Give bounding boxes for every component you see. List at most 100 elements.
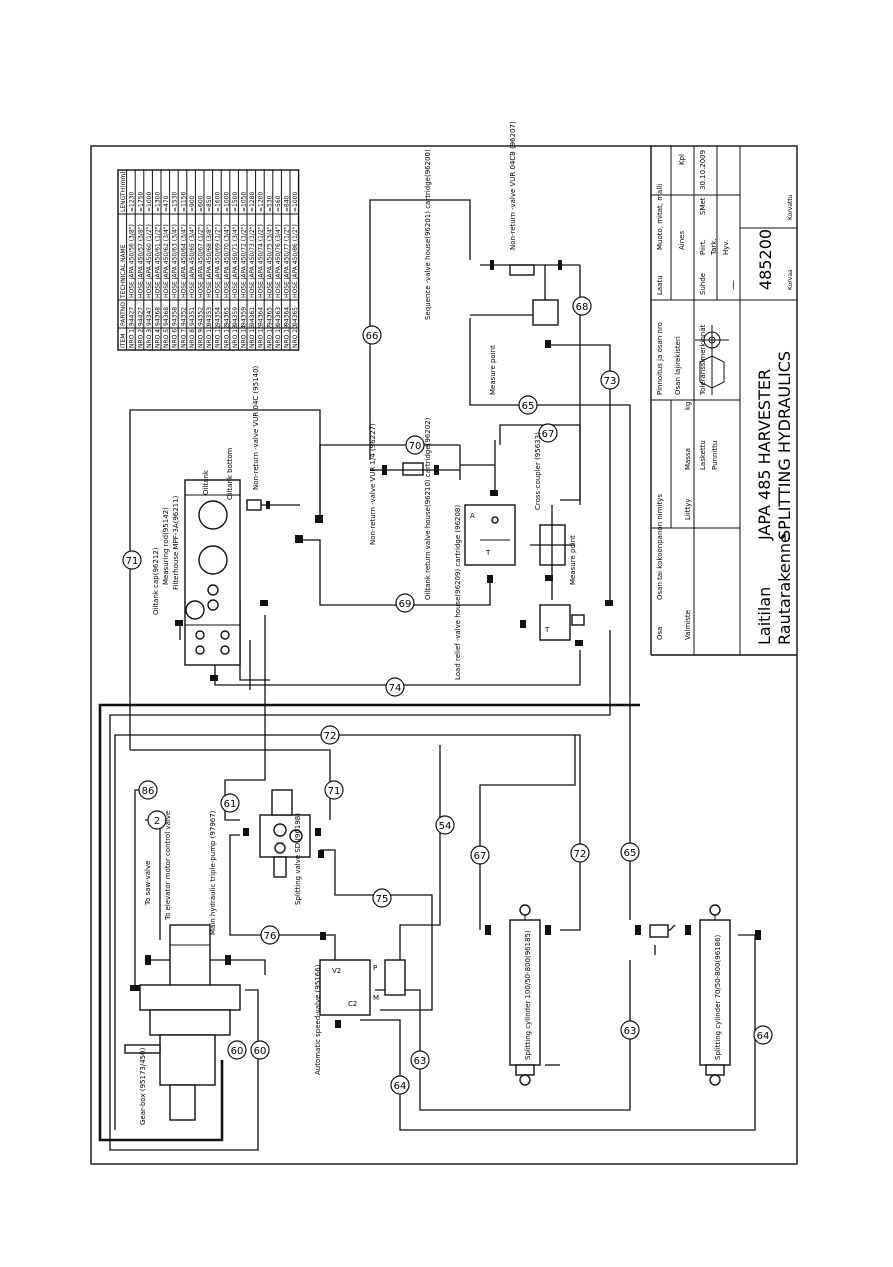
oiltank: [184, 479, 241, 666]
port-v2-label: V2: [332, 967, 341, 975]
tb-pinnoitus: Pinnoitus ja osan nro: [656, 322, 664, 395]
parts-table-cell: =840: [284, 195, 291, 212]
tb-dash: —: [728, 280, 739, 290]
nonreturn-valve-mid: [370, 440, 496, 490]
svg-text:65: 65: [624, 848, 637, 859]
hose-label-67b: 67: [538, 423, 558, 443]
hose-61-line: [224, 615, 266, 821]
components: A T T: [124, 260, 761, 1121]
tb-lajirekisteri: Osan lajirekisteri: [674, 336, 682, 395]
parts-table-cell: HOSE JAPA 450/74 (1/2"): [258, 224, 265, 298]
hose-label-61: 61: [220, 793, 240, 813]
hose-label-74: 74: [385, 677, 405, 697]
svg-text:86: 86: [142, 786, 155, 797]
parts-table-cell: HOSE JAPA 450/60 (1/2"): [146, 224, 153, 298]
hose-66-line: [369, 199, 471, 460]
parts-table-cell: NRO 11: [215, 325, 222, 348]
parts-table-cell: =1530: [172, 192, 179, 212]
hose-60b-line: [109, 630, 611, 1151]
tb-valmiste: Valmiste: [684, 610, 692, 640]
tb-suhde: Suhde: [699, 273, 707, 295]
parts-table-cell: 94352: [180, 307, 187, 326]
parts-table-cell: NRO 1: [129, 329, 136, 348]
sequence-valve: [470, 260, 580, 326]
hose-label-69: 69: [395, 593, 415, 613]
hose-label-60a: 60: [227, 1040, 247, 1060]
parts-table-cell: =1750: [137, 192, 144, 212]
label-sequence-valve: Sequence -valve house(96201) cartridge(9…: [424, 149, 432, 320]
parts-table-cell: 94363: [275, 307, 282, 326]
hose-70-line: [319, 444, 460, 520]
svg-text:71: 71: [328, 786, 341, 797]
label-saw-valve: To saw-valve: [144, 861, 152, 906]
parts-table-cell: =1000: [146, 192, 153, 212]
parts-table-cell: NRO 3: [146, 329, 153, 348]
parts-table-cell: HOSE JAPA 450/72 (1/2"): [241, 224, 248, 298]
tb-piirt: Piirt.: [699, 239, 707, 255]
parts-table-cell: HOSE JAPA 450/75 (3/4"): [266, 224, 273, 298]
tb-kpl: Kpl: [678, 154, 686, 165]
hose-label-67a: 67: [470, 845, 490, 865]
tb-korvaa: Korvaa: [787, 269, 794, 290]
hose-label-2: 2: [147, 810, 167, 830]
parts-table-cell: =1200: [258, 192, 265, 212]
component-labels: Gear-box (95173/450) Main hydraulic trip…: [139, 121, 722, 1125]
title-block: Osa Osan tai kokoonpanon nimitys Valmist…: [650, 146, 797, 656]
hose-63-line: [375, 960, 631, 1111]
parts-table-cell: 94365: [223, 307, 230, 326]
parts-table-cell: =1600: [215, 192, 222, 212]
parts-table-cell: 94365: [266, 307, 273, 326]
hose-label-68: 68: [572, 296, 592, 316]
tb-laatu: Laatu: [656, 275, 664, 295]
hose-label-86: 86: [138, 780, 158, 800]
port-a-label: A: [470, 512, 475, 520]
gearbox: [124, 1034, 216, 1121]
parts-table-cell: 94364: [284, 307, 291, 326]
parts-table-cell: NRO 2: [137, 329, 144, 348]
relief-port-t-label: T: [544, 626, 550, 634]
label-auto-speed-valve: Automatic speed-valve (95166): [314, 964, 322, 1075]
label-nonreturn-mid: Non-return -valve VUR 1/4 (96227): [369, 423, 377, 545]
hose-label-66: 66: [362, 325, 382, 345]
parts-table-cell: 94427: [129, 307, 136, 326]
projection-symbol: [695, 325, 729, 395]
port-c2-label: C2: [348, 1000, 357, 1008]
parts-table-cell: =1280: [249, 192, 256, 212]
parts-table-cell: NRO 9: [198, 329, 205, 348]
parts-table-cell: 94368: [155, 307, 162, 326]
svg-text:76: 76: [264, 931, 277, 942]
svg-text:61: 61: [224, 799, 237, 810]
parts-table-cell: HOSE JAPA 450/57 (3/8"): [137, 224, 144, 298]
parts-table-cell: =1000: [292, 192, 299, 212]
svg-text:74: 74: [389, 683, 402, 694]
cylinder-tee: [635, 924, 691, 938]
hose-54-line: [399, 745, 441, 990]
parts-table-cell: HOSE JAPA 450/70 (3/4"): [223, 224, 230, 298]
hose-label-63a: 63: [410, 1050, 430, 1070]
tb-korvattu: Korvattu: [787, 194, 794, 220]
hose-73-line: [545, 344, 611, 605]
svg-text:66: 66: [366, 331, 379, 342]
parts-table-cell: HOSE JAPA 450/69 (1/2"): [215, 224, 222, 298]
parts-table-cell: HOSE JAPA 450/62 (3/4"): [163, 224, 170, 298]
svg-text:63: 63: [414, 1056, 427, 1067]
port-m-label: M: [373, 994, 379, 1002]
parts-table-cell: NRO 12: [223, 325, 230, 348]
tb-liittyy: Liittyy: [684, 498, 692, 520]
parts-table-cell: 94358: [172, 307, 179, 326]
hose-label-76: 76: [260, 925, 280, 945]
parts-table-cell: HOSE JAPA 450/64 (3/4"): [180, 224, 187, 298]
splitting-cylinder-2: [699, 904, 731, 1086]
fittings: [130, 340, 761, 1028]
svg-text:68: 68: [576, 302, 589, 313]
svg-text:60: 60: [231, 1046, 244, 1057]
parts-table-header: LENGTH(mm): [120, 171, 127, 212]
hose-label-72a: 72: [320, 725, 340, 745]
parts-table-cell: HOSE JAPA 450/68 (3/8"): [206, 224, 213, 298]
svg-text:72: 72: [324, 731, 337, 742]
tb-massa: Massa: [684, 448, 692, 470]
parts-table-cell: 94352: [198, 307, 205, 326]
company-line-2: Rautarakenne: [775, 533, 794, 645]
automatic-speed-valve: V2 C2 P M: [319, 959, 406, 1016]
